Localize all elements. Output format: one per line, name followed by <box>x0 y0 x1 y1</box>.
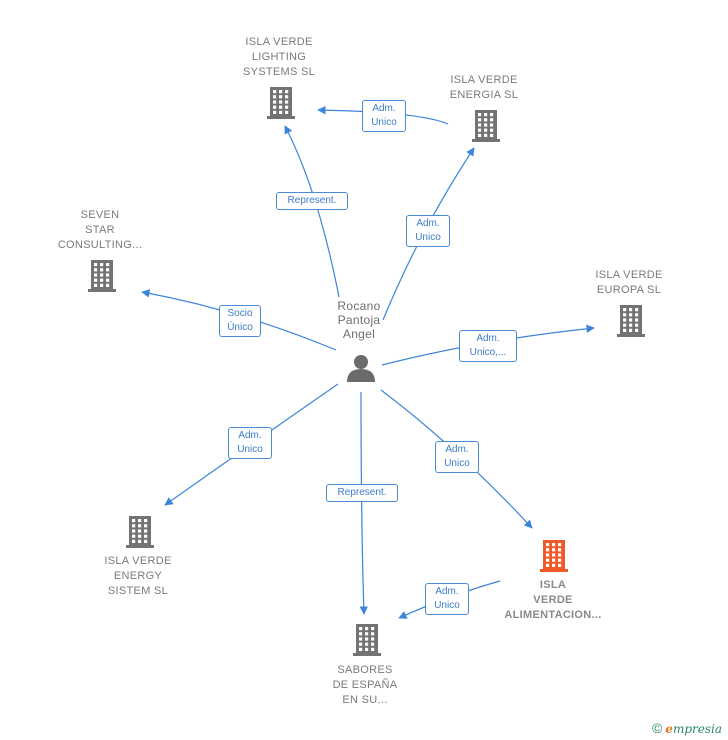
icons-layer <box>88 87 645 656</box>
building-icon-lighting[interactable] <box>267 87 295 119</box>
edge-label-person-europa: Adm. Unico,... <box>459 330 517 362</box>
node-label-isla-verde-energy-sistem[interactable]: ISLA VERDE ENERGY SISTEM SL <box>104 555 172 597</box>
edge-label-person-alimentacion: Adm. Unico <box>435 441 479 473</box>
node-label-isla-verde-lighting[interactable]: ISLA VERDE LIGHTING SYSTEMS SL <box>242 36 316 78</box>
edge-label-person-energia: Adm. Unico <box>406 215 450 247</box>
edge-label-person-seven: Socio Único <box>219 305 261 337</box>
edge-label-person-sabores: Represent. <box>326 484 398 502</box>
edge-person-to-lighting <box>284 125 340 298</box>
edge-person-to-sabores <box>359 391 368 615</box>
building-icon-alimentacion[interactable] <box>540 540 568 572</box>
brand-logo: empresia <box>665 722 722 736</box>
building-icon-europa[interactable] <box>617 305 645 337</box>
edge-label-person-energy: Adm. Unico <box>228 427 272 459</box>
footer-brand: ©empresia <box>652 720 722 736</box>
edges-layer <box>141 105 595 619</box>
building-icon-energia[interactable] <box>472 110 500 142</box>
node-label-isla-verde-europa[interactable]: ISLA VERDE EUROPA SL <box>595 269 663 296</box>
edge-label-energia-lighting: Adm. Unico <box>362 100 406 132</box>
building-icon-energy[interactable] <box>126 516 154 548</box>
person-label-rocano-pantoja-angel[interactable]: Rocano Pantoja Angel <box>337 299 381 341</box>
person-icon[interactable] <box>347 355 375 382</box>
building-icon-sabores[interactable] <box>353 624 381 656</box>
edge-label-represent-lighting: Represent. <box>276 192 348 210</box>
node-label-isla-verde-alimentacion[interactable]: ISLA VERDE ALIMENTACION... <box>504 579 602 621</box>
building-icon-seven[interactable] <box>88 260 116 292</box>
node-label-sabores-de-espana[interactable]: SABORES DE ESPAÑA EN SU... <box>332 664 398 706</box>
edge-label-alimentacion-sabores: Adm. Unico <box>425 583 469 615</box>
node-label-seven-star-consulting[interactable]: SEVEN STAR CONSULTING... <box>57 209 143 251</box>
node-label-isla-verde-energia[interactable]: ISLA VERDE ENERGIA SL <box>449 74 519 101</box>
copyright-icon: © <box>651 720 663 736</box>
